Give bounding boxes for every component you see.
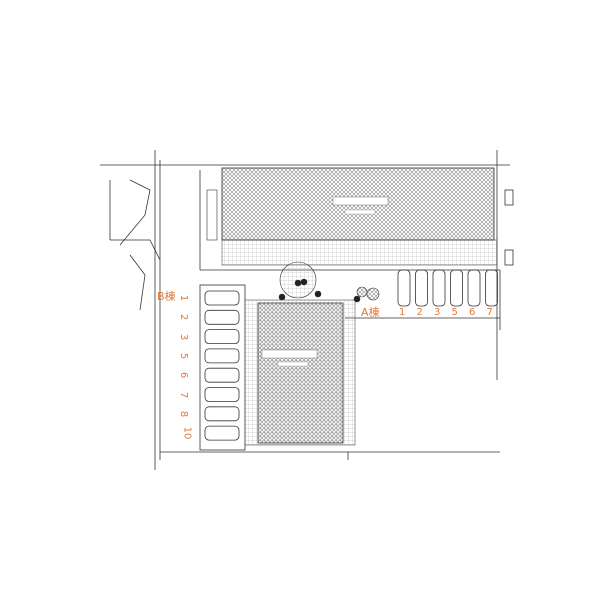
a-parking-stalls (397, 269, 498, 307)
landscape-planting (206, 189, 380, 303)
b-parking-stalls (204, 290, 240, 441)
b-stall-car (204, 387, 240, 402)
b-stall-number: 1 (178, 294, 190, 302)
b-stall-car (204, 367, 240, 383)
b-stall-number: 8 (178, 410, 190, 417)
a-stall-car (397, 269, 411, 307)
b-stall-number: 2 (178, 314, 190, 321)
building-top (221, 167, 498, 266)
building-b-label: B棟 (157, 290, 176, 303)
a-stall-number: 3 (434, 307, 441, 318)
a-stall-car (485, 269, 498, 307)
b-stall-number: 5 (178, 352, 190, 360)
b-stall-number: 3 (178, 333, 190, 340)
a-stall-number: 1 (399, 307, 406, 318)
building-a-label: A棟 (361, 306, 380, 319)
b-stall-number: 10 (181, 426, 193, 440)
building-bottom (244, 299, 356, 446)
a-stall-number: 2 (416, 307, 423, 318)
b-stall-car (204, 348, 240, 364)
a-stall-car (432, 269, 446, 307)
a-stall-car (415, 269, 428, 307)
a-stall-number: 5 (451, 307, 458, 318)
b-stall-car (204, 329, 240, 345)
a-stall-car (450, 269, 463, 307)
b-stall-car (204, 425, 240, 441)
b-stall-number: 6 (178, 372, 190, 379)
b-stall-number: 7 (178, 391, 190, 398)
a-stall-number: 6 (469, 307, 476, 318)
b-stall-car (204, 290, 240, 306)
b-stall-car (204, 309, 240, 325)
a-stall-number: 7 (486, 307, 493, 318)
a-stall-car (467, 269, 481, 307)
b-stall-car (204, 406, 240, 422)
